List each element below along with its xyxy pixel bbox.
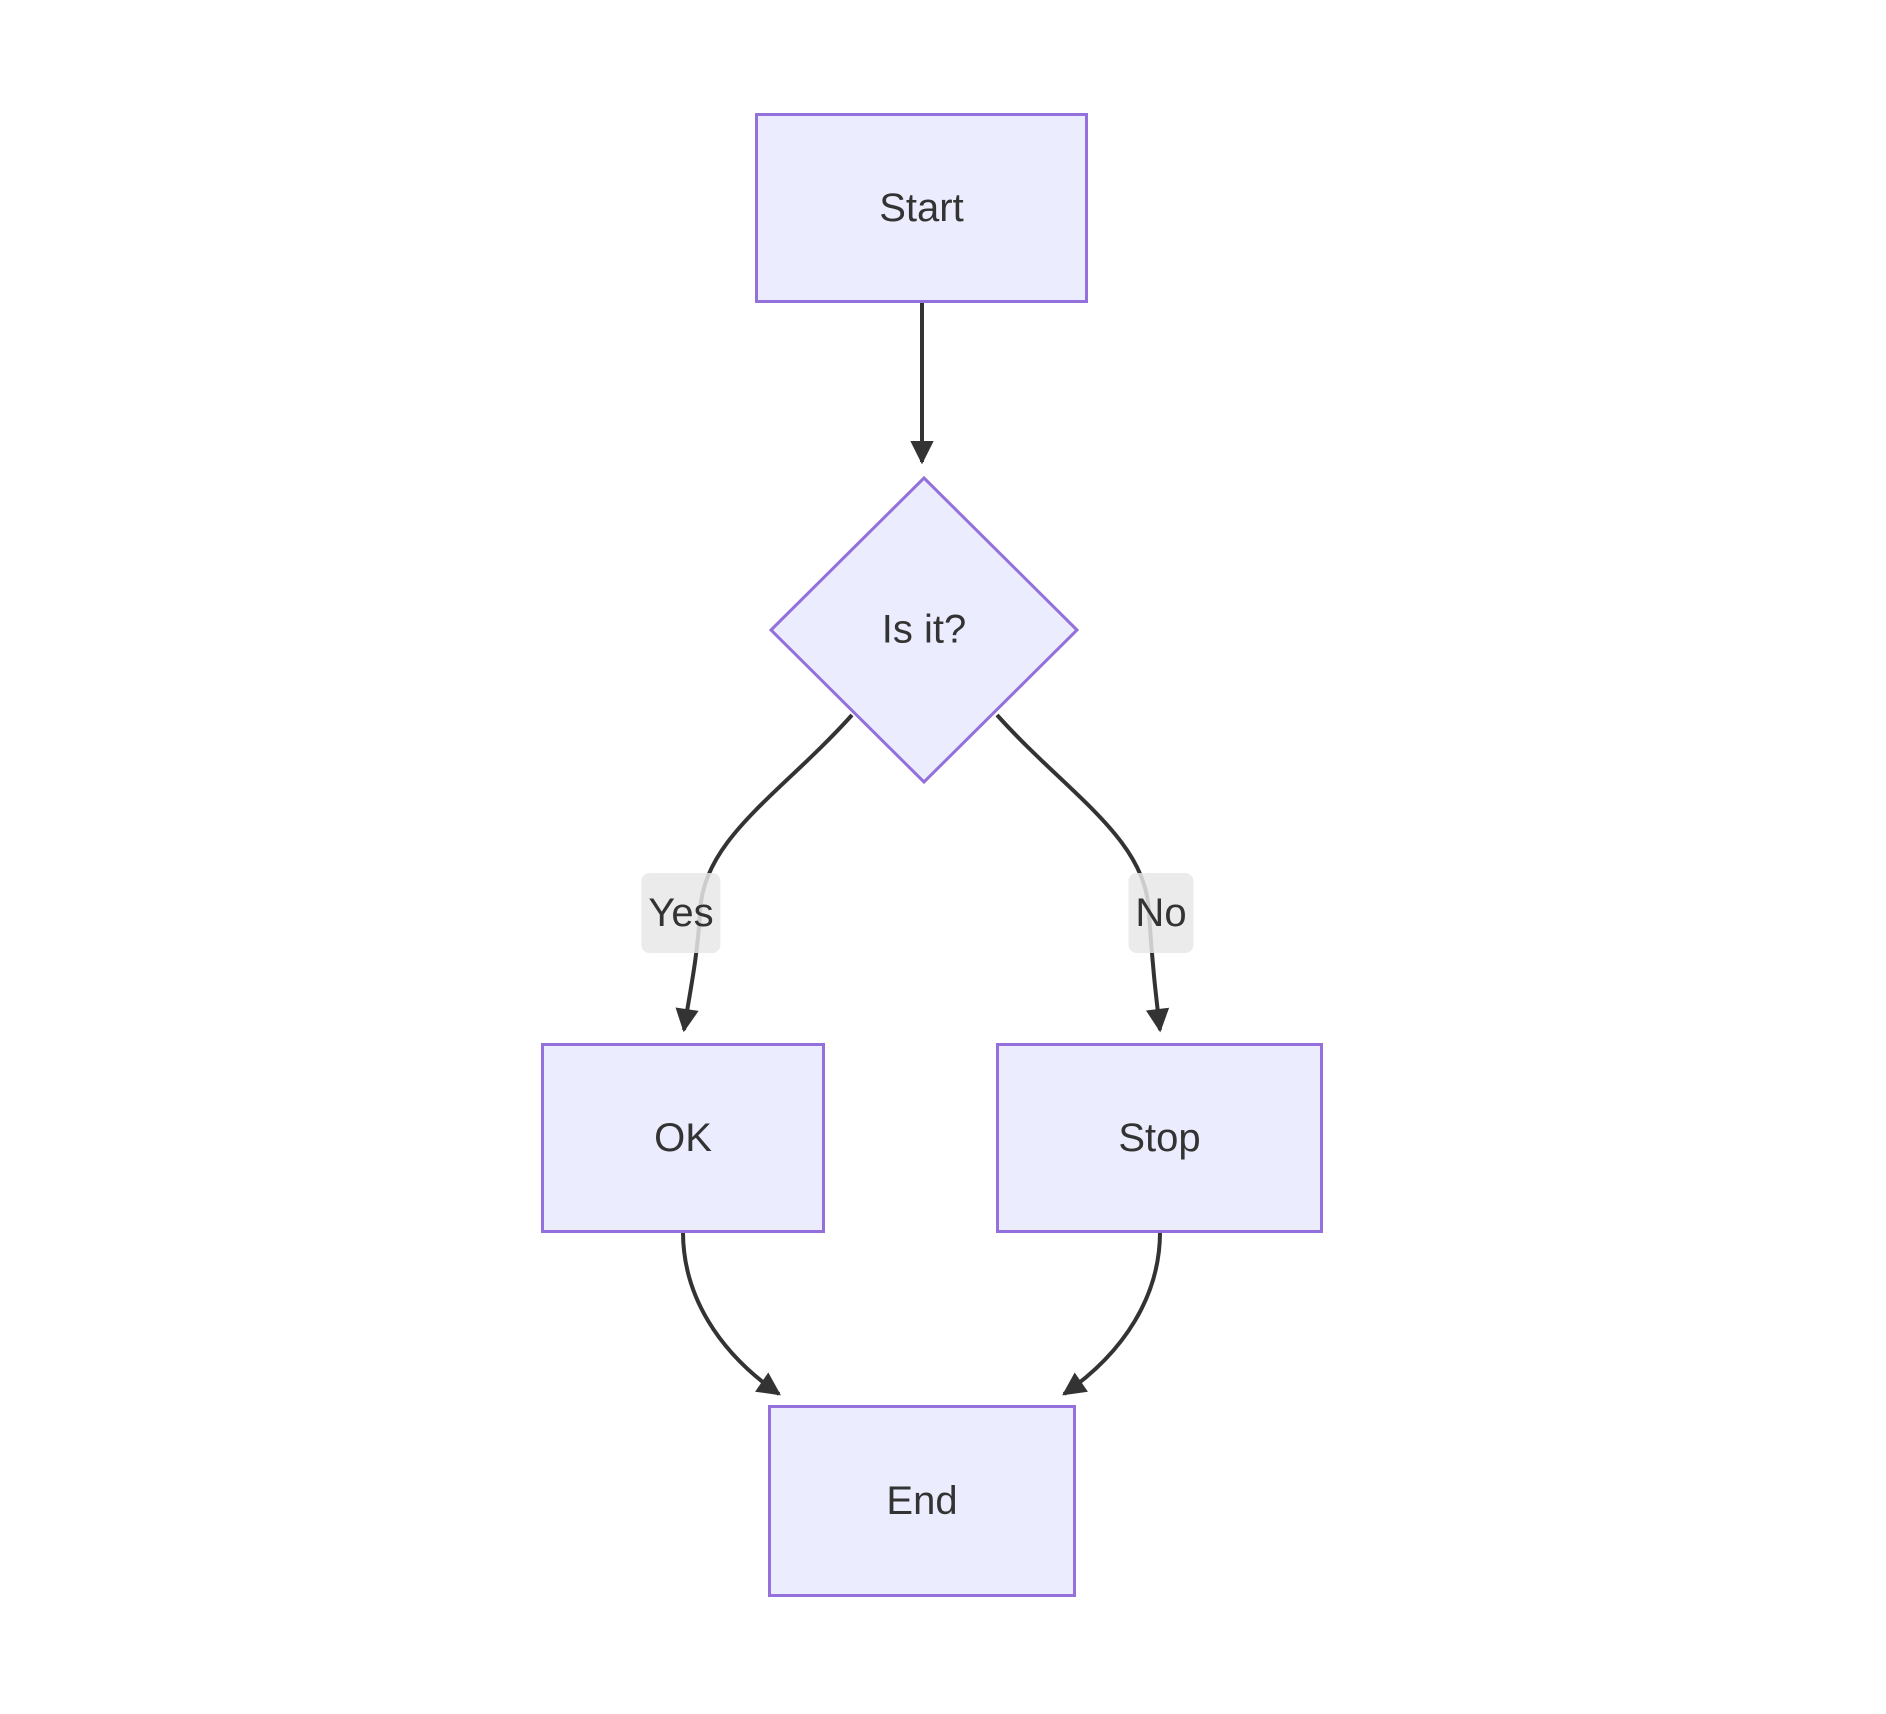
edge-stop-to-end [1062,1231,1162,1396]
node-stop: Stop [996,1043,1323,1233]
node-ok-label: OK [654,1115,712,1160]
edge-label-yes: Yes [641,873,721,953]
node-start: Start [755,113,1088,303]
node-ok: OK [541,1043,825,1233]
node-stop-label: Stop [1118,1115,1201,1160]
decision-diamond-shape [768,475,1080,785]
edge-ok-to-end [681,1231,781,1396]
node-end-label: End [886,1478,958,1523]
node-decision-label: Is it? [881,607,967,652]
node-start-label: Start [879,185,964,230]
edge-label-no: No [1128,873,1194,953]
node-end: End [768,1405,1076,1597]
